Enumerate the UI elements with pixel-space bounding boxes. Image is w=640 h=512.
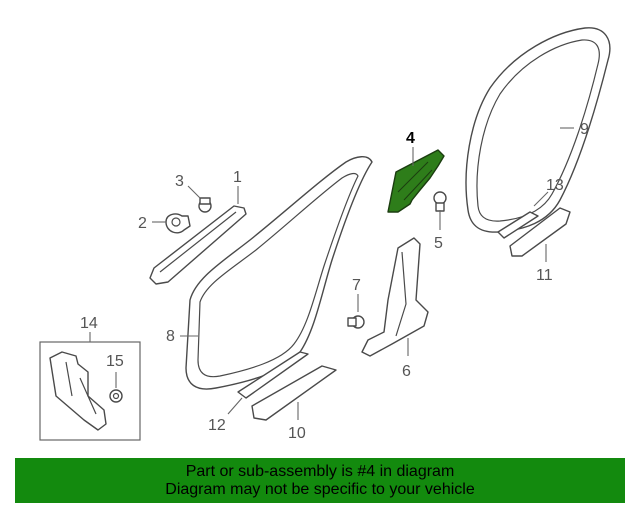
callout-labels: 1 2 3 4 5 6 7 8 9 10 11 12 13 14 15 <box>80 121 589 442</box>
callout-4: 4 <box>406 130 415 147</box>
callout-15: 15 <box>106 353 124 370</box>
callout-9: 9 <box>580 121 589 138</box>
part-5-bolt[interactable] <box>433 191 447 212</box>
callout-12: 12 <box>208 417 226 434</box>
part-14-detail <box>65 361 97 415</box>
part-6-center-pillar-lower-garnish[interactable] <box>361 237 429 357</box>
callout-8: 8 <box>166 328 175 345</box>
part-15-clip[interactable] <box>109 389 123 403</box>
banner-line-disclaimer: Diagram may not be specific to your vehi… <box>165 480 475 498</box>
leader-lines <box>89 127 574 420</box>
part-4-center-pillar-upper-garnish[interactable] <box>387 149 445 213</box>
part-10-kicking-plate[interactable] <box>251 365 337 421</box>
part-1-detail <box>159 211 237 273</box>
callout-5: 5 <box>434 235 443 252</box>
part-14-dash-side-finisher[interactable] <box>49 351 107 431</box>
callout-3: 3 <box>175 173 184 190</box>
callout-11: 11 <box>536 267 553 284</box>
part-1-front-pillar-garnish[interactable] <box>149 205 247 285</box>
banner-line-part-info: Part or sub-assembly is #4 in diagram <box>185 462 455 480</box>
callout-14: 14 <box>80 315 98 332</box>
part-7-bolt[interactable] <box>347 315 365 329</box>
callout-13: 13 <box>546 177 564 194</box>
callout-2: 2 <box>138 215 147 232</box>
part-3-bolt[interactable] <box>198 197 212 213</box>
part-4-detail <box>397 161 433 201</box>
callout-1: 1 <box>233 169 242 186</box>
callout-6: 6 <box>402 363 411 380</box>
callout-10: 10 <box>288 425 306 442</box>
callout-7: 7 <box>352 277 361 294</box>
part-8-weatherstrip-front[interactable] <box>185 156 373 390</box>
part-12-sill-plate[interactable] <box>237 351 309 399</box>
part-6-detail <box>395 251 407 337</box>
info-banner: Part or sub-assembly is #4 in diagram Di… <box>15 458 625 503</box>
part-13-rear-sill-plate[interactable] <box>497 211 539 239</box>
part-11-rear-kicking-plate[interactable] <box>509 207 571 257</box>
part-2-clip[interactable] <box>165 213 191 234</box>
